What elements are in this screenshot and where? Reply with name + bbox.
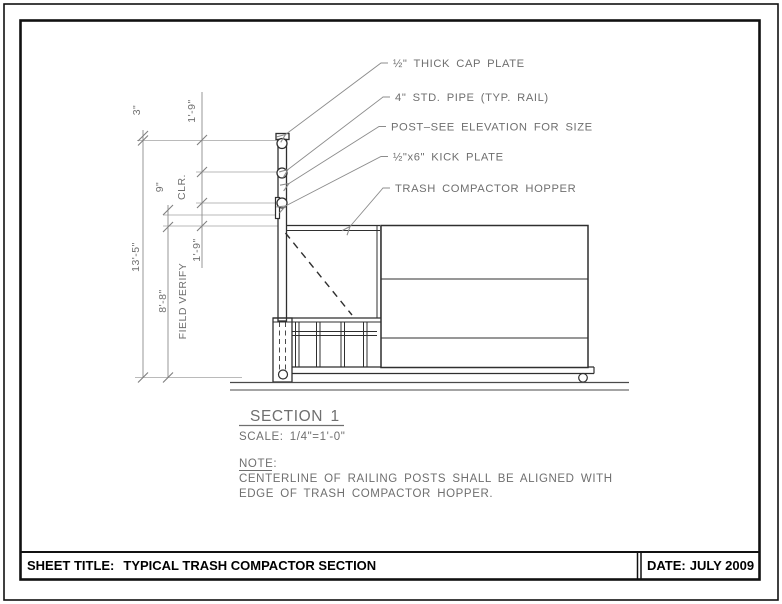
section-annotation: SECTION 1 SCALE: 1/4"=1'-0" NOTE: CENTER… [239, 408, 613, 500]
dimension-tick-marks [137, 130, 208, 383]
leader-pipe-rail [279, 96, 390, 178]
dim-field-verify: FIELD VERIFY [177, 263, 189, 340]
ground-lines [230, 381, 629, 391]
hidden-post-lines [279, 322, 286, 370]
leader-cap-plate [276, 62, 388, 143]
compactor-body [380, 224, 589, 369]
compactor-roller [578, 372, 588, 383]
dim-overall-height: 13'-5" [130, 242, 142, 272]
extension-lines [135, 140, 287, 378]
callout-hopper: TRASH COMPACTOR HOPPER [395, 183, 576, 195]
guard-post-assembly [274, 132, 290, 380]
date-value: JULY 2009 [689, 558, 755, 573]
callout-labels: ½" THICK CAP PLATE 4" STD. PIPE (TYP. RA… [391, 58, 593, 195]
section-title: SECTION 1 [250, 408, 340, 425]
callout-post: POST–SEE ELEVATION FOR SIZE [391, 122, 593, 134]
title-block-date: DATE:JULY 2009 [647, 556, 754, 576]
dim-hopper-height: 8'-8" [157, 289, 169, 312]
callout-cap-plate: ½" THICK CAP PLATE [393, 58, 525, 70]
under-hopper-framing [292, 322, 377, 367]
sheet-title-value: TYPICAL TRASH COMPACTOR SECTION [123, 558, 377, 573]
dim-clearance-suffix: CLR. [176, 174, 188, 200]
sheet-title-label: SHEET TITLE: [27, 558, 115, 573]
hopper [273, 224, 382, 323]
title-block-sheet-title: SHEET TITLE: TYPICAL TRASH COMPACTOR SECT… [27, 556, 376, 576]
note-line-1: CENTERLINE OF RAILING POSTS SHALL BE ALI… [239, 473, 613, 485]
leader-kick-plate [276, 156, 388, 214]
date-label: DATE: [647, 558, 686, 573]
dimension-lines [142, 92, 203, 378]
leader-lines [276, 62, 390, 236]
dim-rail-spacing-bottom: 1'-9" [191, 238, 203, 261]
note-heading: NOTE: [239, 458, 277, 470]
note-line-2: EDGE OF TRASH COMPACTOR HOPPER. [239, 488, 493, 500]
post [277, 138, 288, 322]
dim-top-offset: 3" [131, 105, 143, 116]
leader-post [279, 126, 386, 192]
inner-sheet-border [19, 19, 761, 581]
dim-rail-spacing-top: 1'-9" [186, 99, 198, 122]
hopper-hidden-diagonal [284, 232, 353, 316]
dim-clearance: 9" [154, 182, 166, 193]
title-block-rules [20, 551, 760, 580]
post-base-roller [277, 369, 289, 380]
callout-kick-plate: ½"x6" KICK PLATE [393, 152, 504, 164]
dimension-labels: 3" 1'-9" 9" CLR. 13'-5" 8'-8" FIELD VERI… [130, 99, 203, 339]
section-scale: SCALE: 1/4"=1'-0" [239, 431, 346, 443]
outer-sheet-border [3, 3, 779, 601]
leader-hopper [341, 187, 390, 236]
callout-pipe-rail: 4" STD. PIPE (TYP. RAIL) [395, 92, 549, 104]
